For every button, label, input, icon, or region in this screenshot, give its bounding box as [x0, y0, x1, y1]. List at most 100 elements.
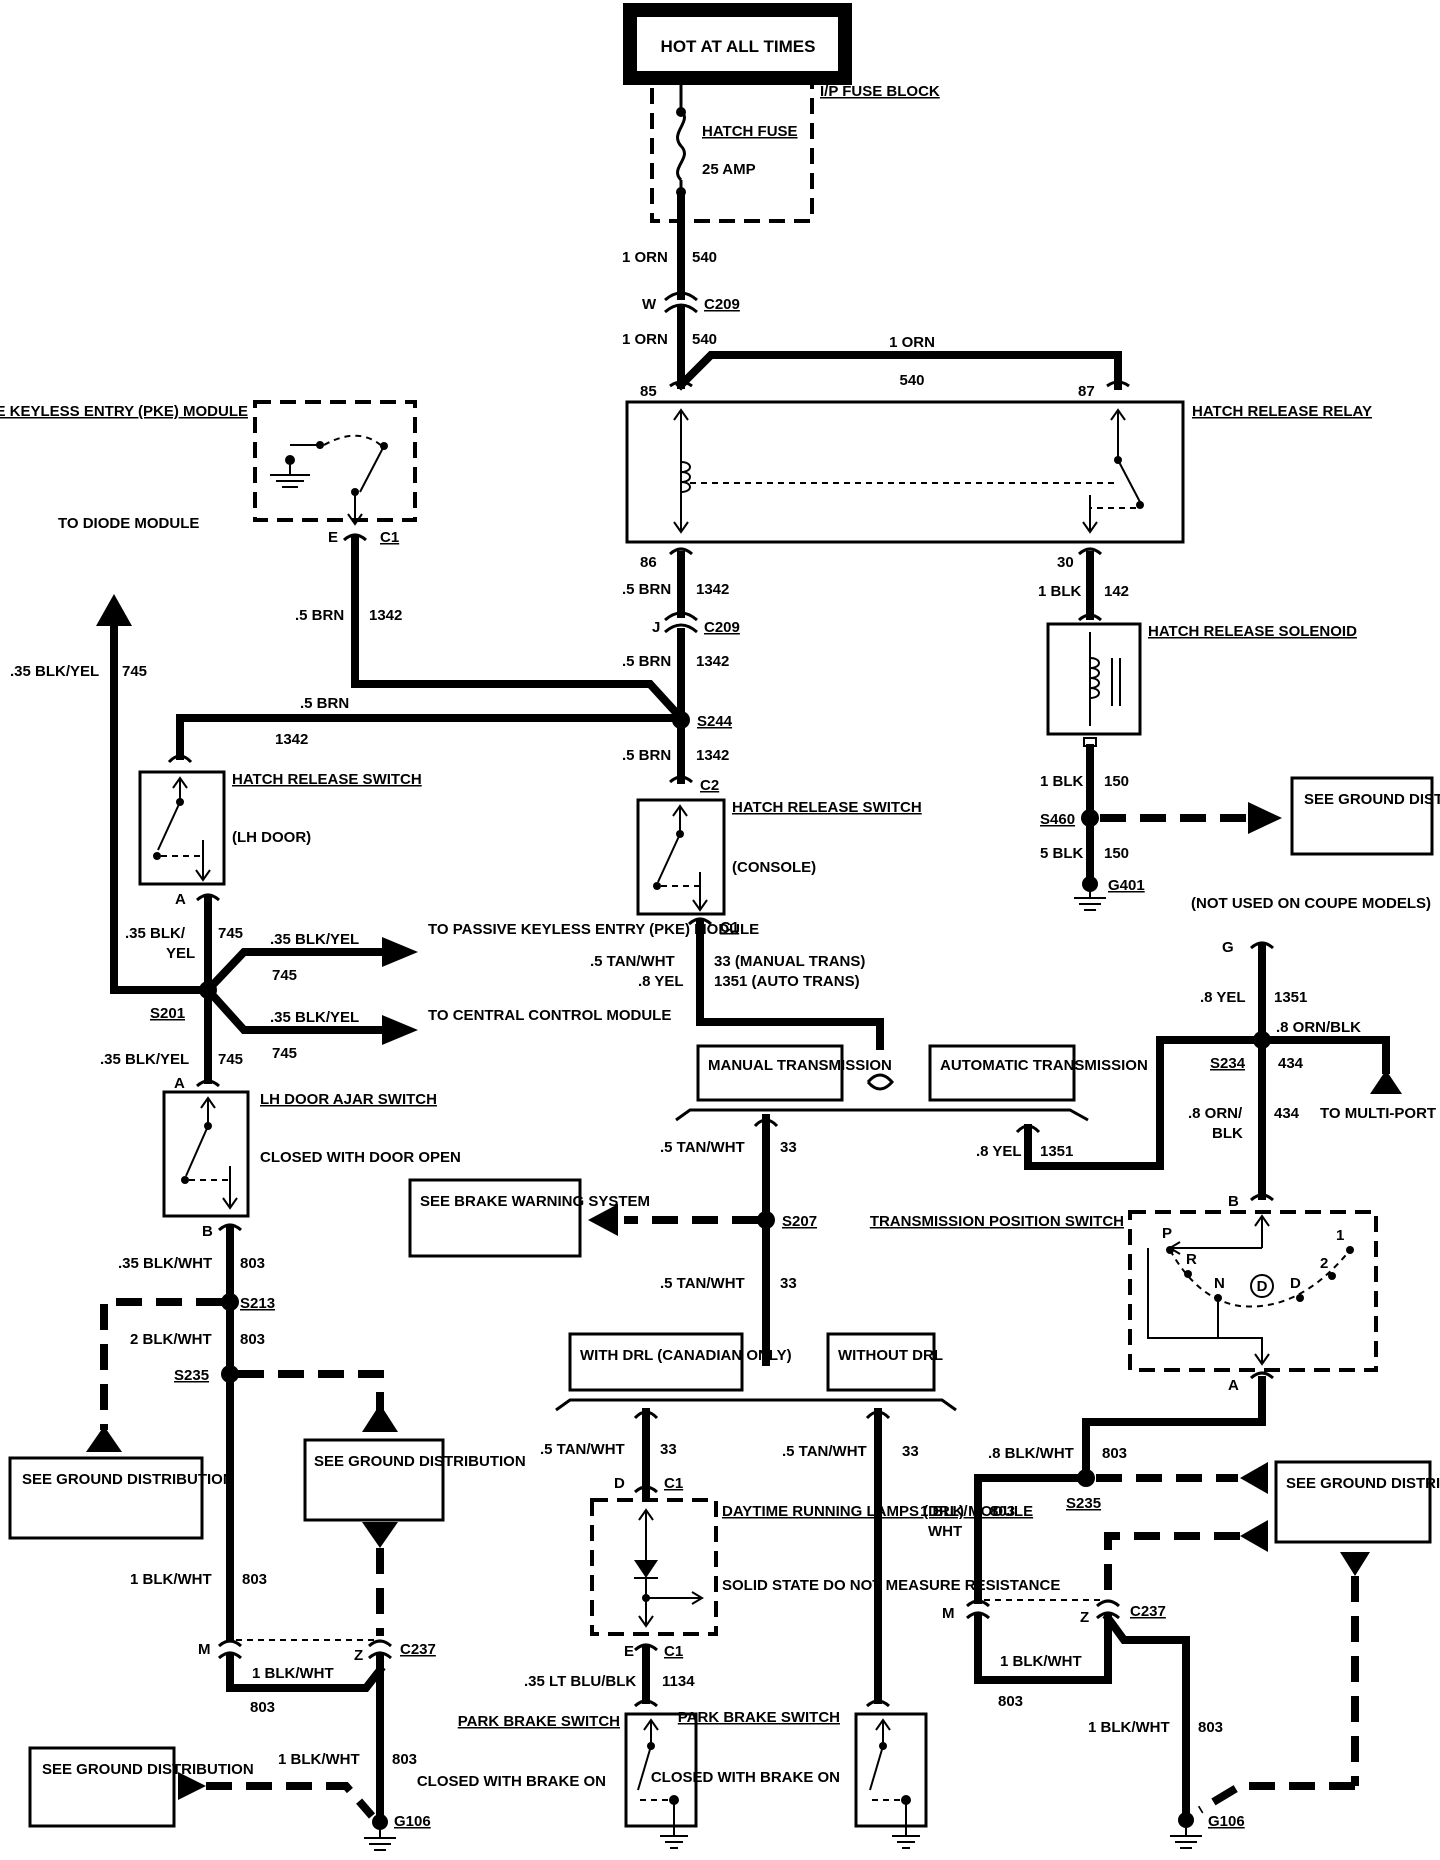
pin-w: W: [642, 296, 657, 313]
ground-g106-left: [372, 1814, 388, 1830]
wire-circuit-803-g: 803: [990, 1503, 1015, 1520]
ajar-switch-note: CLOSED WITH DOOR OPEN: [260, 1149, 461, 1166]
wire-circuit-150-b: 150: [1104, 845, 1129, 862]
ground-dist-box-left: [8, 1456, 204, 1540]
fuse-rating: 25 AMP: [702, 161, 756, 178]
wire-gauge-tanwht-drl: .5 TAN/WHT: [540, 1441, 625, 1458]
option-with-drl-label: WITH DRL (CANADIAN ONLY): [580, 1347, 792, 1364]
wire-gauge-blkwht-split-2: WHT: [928, 1523, 962, 1540]
lh-door-switch-pin-a: A: [175, 891, 186, 908]
pin-j: J: [652, 619, 660, 636]
relay-pin-87: 87: [1078, 383, 1095, 400]
wire-gauge-blk5: 5 BLK: [1040, 845, 1084, 862]
wire-circuit-803-a: 803: [240, 1255, 265, 1272]
power-source-box: [623, 3, 852, 85]
ground-g106-right: [1178, 1812, 1194, 1828]
wire-gauge-orn-2: 1 ORN: [622, 331, 668, 348]
splice-label-s235-left: S235: [174, 1367, 209, 1384]
fuse-block: [650, 81, 814, 223]
splice-label-s207: S207: [782, 1213, 817, 1230]
ajar-switch-label: LH DOOR AJAR SWITCH: [260, 1091, 437, 1108]
connector-c209-w: [664, 291, 698, 314]
wire-gauge-ornblk-split-2: BLK: [1212, 1125, 1243, 1142]
wire-circuit-33-a: 33: [780, 1139, 797, 1156]
ajar-pin-b: B: [202, 1223, 213, 1240]
lh-door-switch-label: HATCH RELEASE SWITCH: [232, 771, 422, 788]
console-connector-c2: C2: [700, 777, 719, 794]
wire-gauge-blkwht-8: .8 BLK/WHT: [988, 1445, 1074, 1462]
drl-module: [590, 1498, 718, 1636]
connector-label-c209-j: C209: [704, 619, 740, 636]
park-brake-nodrl-label: PARK BRAKE SWITCH: [678, 1709, 840, 1726]
wire-circuit-33-nodrl: 33: [902, 1443, 919, 1460]
wire-circuit-803-f: 803: [1102, 1445, 1127, 1462]
wire-gauge-blkyel-split-1: .35 BLK/: [125, 925, 186, 942]
wire-gauge-blkyel-diode: .35 BLK/YEL: [10, 663, 99, 680]
pke-module-label: PASSIVE KEYLESS ENTRY (PKE) MODULE: [0, 403, 248, 420]
ground-dist-bottom-left-label: SEE GROUND DISTRIBUTION: [42, 1761, 254, 1778]
wire-circuit-803-e: 803: [392, 1751, 417, 1768]
wire-circuit-803-c: 803: [242, 1571, 267, 1588]
hatch-release-switch-lh-door: [138, 770, 226, 886]
wire-circuit-1351-auto: 1351: [1040, 1143, 1073, 1160]
park-brake-drl-note: CLOSED WITH BRAKE ON: [417, 1773, 606, 1790]
wire-gauge-tanwht-nodrl: .5 TAN/WHT: [782, 1443, 867, 1460]
splice-label-s460: S460: [1040, 811, 1075, 828]
park-brake-nodrl-note: CLOSED WITH BRAKE ON: [651, 1769, 840, 1786]
tps-pos-d: D: [1290, 1275, 1301, 1292]
tps-pos-2: 2: [1320, 1255, 1328, 1272]
splice-label-s234: S234: [1210, 1055, 1246, 1072]
wire-gauge-ornblk-split-1: .8 ORN/: [1188, 1105, 1243, 1122]
wire-gauge-orn-3: 1 ORN: [889, 334, 935, 351]
ground-label-g106-right: G106: [1208, 1813, 1245, 1830]
tps-pin-g: G: [1222, 939, 1234, 956]
wire-gauge-tanwht-a: .5 TAN/WHT: [660, 1139, 745, 1156]
wire-circuit-540-2: 540: [692, 331, 717, 348]
wire-gauge-brn-console: .5 BRN: [622, 747, 671, 764]
relay-label: HATCH RELEASE RELAY: [1192, 403, 1372, 420]
fuse-block-label: I/P FUSE BLOCK: [820, 83, 940, 100]
wire-circuit-803-b: 803: [240, 1331, 265, 1348]
tps-pos-d-circle: D: [1257, 1278, 1268, 1295]
c237-right-label: C237: [1130, 1603, 1166, 1620]
console-switch-label: HATCH RELEASE SWITCH: [732, 799, 922, 816]
option-automatic-box: [928, 1044, 1076, 1102]
not-used-label: (NOT USED ON COUPE MODELS): [1191, 895, 1431, 912]
wire-gauge-brn-c209: .5 BRN: [622, 653, 671, 670]
to-mpfi-label: TO MULTI-PORT FUEL INJECTION: [1320, 1105, 1440, 1122]
wire-gauge-brn-pke: .5 BRN: [295, 607, 344, 624]
option-without-drl-label: WITHOUT DRL: [838, 1347, 943, 1364]
wire-gauge-blk-150: 1 BLK: [1040, 773, 1084, 790]
wire-circuit-745-ajar: 745: [218, 1051, 243, 1068]
tps-pin-b: B: [1228, 1193, 1239, 1210]
wire-gauge-blkyel-ajar: .35 BLK/YEL: [100, 1051, 189, 1068]
wire-circuit-manual: 33 (MANUAL TRANS): [714, 953, 865, 970]
wire-gauge-brn-86: .5 BRN: [622, 581, 671, 598]
wire-circuit-803-h: 803: [998, 1693, 1023, 1710]
splice-label-s244: S244: [697, 713, 733, 730]
wire-gauge-ornblk-mpfi: .8 ORN/BLK: [1276, 1019, 1361, 1036]
wire-gauge-blkwht-1-d: 1 BLK/WHT: [1000, 1653, 1082, 1670]
wire-gauge-tanwht-console: .5 TAN/WHT: [590, 953, 675, 970]
hatch-release-relay: [625, 400, 1185, 544]
fuse-symbol: [676, 108, 686, 182]
wire-gauge-blkwht-35: .35 BLK/WHT: [118, 1255, 212, 1272]
park-brake-switch-nodrl: [854, 1712, 928, 1828]
brake-warning-box: [408, 1178, 582, 1258]
wire-circuit-540-3: 540: [899, 372, 924, 389]
ground-dist-box-solenoid: [1290, 776, 1434, 856]
wire-gauge-blkyel-pke: .35 BLK/YEL: [270, 931, 359, 948]
console-connector-c1: C1: [720, 919, 739, 936]
pke-connector-c1: C1: [380, 529, 399, 546]
drl-pin-e: E: [624, 1643, 634, 1660]
c237-left-pin-z: Z: [354, 1647, 363, 1664]
splice-s235-right: [1077, 1469, 1095, 1487]
drl-module-label: DAYTIME RUNNING LAMPS (DRL) MODULE: [722, 1503, 1033, 1520]
c237-left-pin-m: M: [198, 1641, 211, 1658]
wire-circuit-33-b: 33: [780, 1275, 797, 1292]
wire-circuit-1351-tps: 1351: [1274, 989, 1307, 1006]
wire-gauge-blk-142: 1 BLK: [1038, 583, 1082, 600]
wire-gauge-tanwht-b: .5 TAN/WHT: [660, 1275, 745, 1292]
wire-circuit-803-d: 803: [250, 1699, 275, 1716]
